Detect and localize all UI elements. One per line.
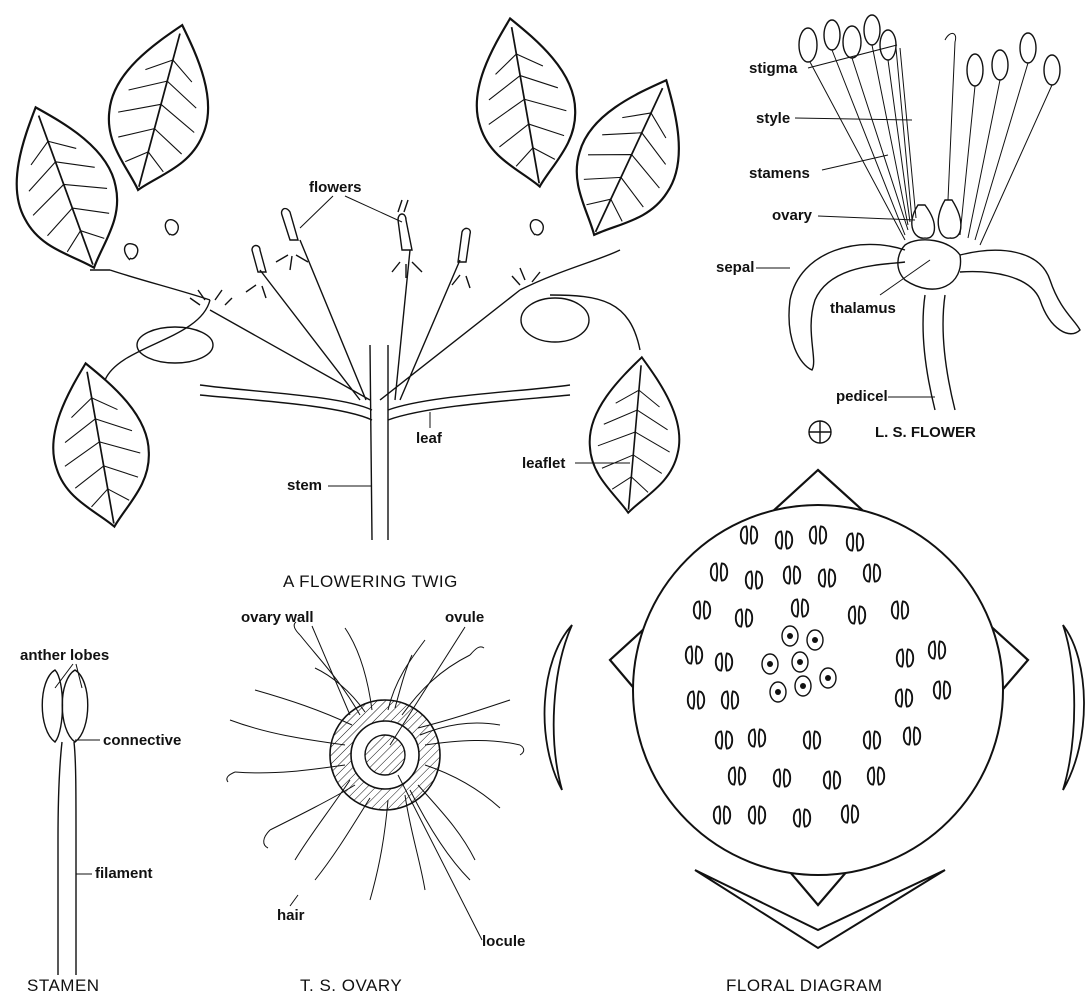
sepal-right: [960, 250, 1080, 333]
label-stamens: stamens: [749, 165, 810, 182]
leaf-petioles-inner: [200, 385, 570, 410]
leaf-petioles: [200, 395, 570, 420]
ovary-right: [938, 200, 961, 238]
label-ovule: ovule: [445, 609, 484, 626]
pointer-ovary: [818, 216, 915, 220]
caption-ts-ovary: T. S. OVARY: [300, 976, 402, 995]
pointer-hair: [290, 895, 298, 906]
leaf-top-right-inner: [462, 10, 588, 195]
tendril-curl-left2: [165, 220, 178, 235]
stamen-figure: anther lobes connective filament STAMEN: [20, 647, 181, 995]
label-leaflet: leaflet: [522, 455, 565, 472]
ovule-body: [365, 735, 405, 775]
label-stigma: stigma: [749, 60, 798, 77]
pointer-locule: [398, 775, 482, 940]
flowering-twig: flowers stem leaf leaflet A FLOWERING TW…: [0, 10, 711, 591]
caption-ls-flower: L. S. FLOWER: [875, 424, 976, 441]
label-thalamus: thalamus: [830, 300, 896, 317]
tendril-loop-left: [137, 327, 213, 363]
anther-lobe-left: [42, 670, 62, 742]
thalamus-shape: [898, 240, 961, 289]
pedicel-stalk: [923, 295, 955, 410]
label-stem: stem: [287, 477, 322, 494]
stamens-right: [945, 33, 1060, 245]
label-ovary-wall: ovary wall: [241, 609, 314, 626]
pointer-ovary-wall: [312, 626, 350, 715]
label-anther-lobes: anther lobes: [20, 647, 109, 664]
bracteole-right: [1063, 625, 1084, 790]
pointer-anther-1: [55, 664, 73, 688]
label-locule: locule: [482, 933, 525, 950]
leaf-bottom-right: [584, 353, 687, 516]
main-stem: [370, 345, 388, 540]
leaf-bottom-left: [39, 355, 161, 535]
leaf-top-right-outer: [550, 60, 711, 256]
label-leaf: leaf: [416, 430, 443, 447]
pointer-flowers-2: [345, 196, 402, 222]
ovary-left: [912, 205, 935, 238]
leaf-branches: [90, 250, 640, 380]
pointer-thalamus: [880, 260, 930, 295]
flower-buds: [190, 200, 540, 305]
actinomorphic-symbol: [809, 421, 831, 443]
tendril-curl-left: [125, 244, 138, 260]
caption-floral-diagram: FLORAL DIAGRAM: [726, 976, 883, 995]
stamens-left: [799, 15, 916, 240]
label-sepal: sepal: [716, 259, 754, 276]
label-connective: connective: [103, 732, 181, 749]
label-hair: hair: [277, 907, 305, 924]
label-pedicel: pedicel: [836, 388, 888, 405]
label-flowers: flowers: [309, 179, 362, 196]
label-ovary: ovary: [772, 207, 813, 224]
ts-ovary-figure: ovary wall ovule hair locule T. S. OVARY: [227, 609, 526, 995]
pointer-flowers-1: [300, 196, 333, 228]
label-style: style: [756, 110, 790, 127]
tendril-curl-right: [530, 220, 543, 235]
floral-diagram: FLORAL DIAGRAM: [545, 470, 1084, 995]
label-filament: filament: [95, 865, 153, 882]
caption-flowering-twig: A FLOWERING TWIG: [283, 572, 458, 591]
filament-stalk: [58, 742, 76, 975]
bracteole-left: [545, 625, 572, 790]
anther-lobe-right: [62, 670, 88, 742]
ls-flower: stigma style stamens ovary sepal thalamu…: [716, 15, 1080, 443]
pointer-style: [795, 118, 912, 120]
caption-stamen: STAMEN: [27, 976, 100, 995]
tendril-loop-right: [521, 298, 589, 342]
